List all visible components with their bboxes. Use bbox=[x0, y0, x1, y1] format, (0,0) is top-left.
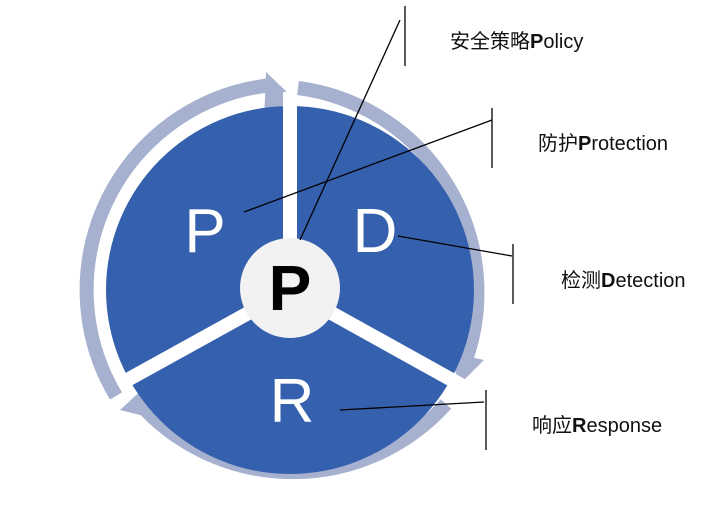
cycle-arrow-to-right bbox=[297, 81, 485, 363]
label-policy: 安全策略Policy bbox=[450, 25, 583, 54]
leader-response bbox=[339, 401, 485, 411]
label-detection-rest: etection bbox=[615, 270, 686, 292]
sector-letter-protection: P bbox=[184, 197, 225, 266]
leader-lines bbox=[243, 6, 514, 450]
leader-policy bbox=[299, 19, 401, 241]
label-response-rest: esponse bbox=[586, 415, 663, 437]
cycle-arrow-to-top bbox=[79, 78, 273, 400]
label-protection-key: P bbox=[578, 133, 592, 155]
label-policy-zh: 安全策略 bbox=[450, 29, 530, 53]
label-detection-key: D bbox=[601, 270, 616, 292]
label-detection-zh: 检测 bbox=[561, 268, 601, 292]
label-protection: 防护Protection bbox=[538, 127, 668, 156]
label-protection-rest: rotection bbox=[591, 133, 669, 155]
sector-letter-detection: D bbox=[353, 197, 398, 266]
center-hub bbox=[240, 238, 340, 338]
center-letter-policy: P bbox=[269, 252, 312, 324]
label-policy-key: P bbox=[530, 31, 544, 53]
label-detection: 检测Detection bbox=[561, 264, 686, 293]
leader-protection bbox=[243, 119, 493, 213]
label-response: 响应Response bbox=[532, 409, 662, 438]
label-protection-zh: 防护 bbox=[538, 131, 578, 155]
label-policy-rest: olicy bbox=[543, 31, 584, 53]
leader-detection bbox=[397, 235, 513, 257]
sector-letter-response: R bbox=[270, 367, 315, 436]
label-response-key: R bbox=[572, 415, 587, 437]
label-response-zh: 响应 bbox=[532, 413, 572, 437]
